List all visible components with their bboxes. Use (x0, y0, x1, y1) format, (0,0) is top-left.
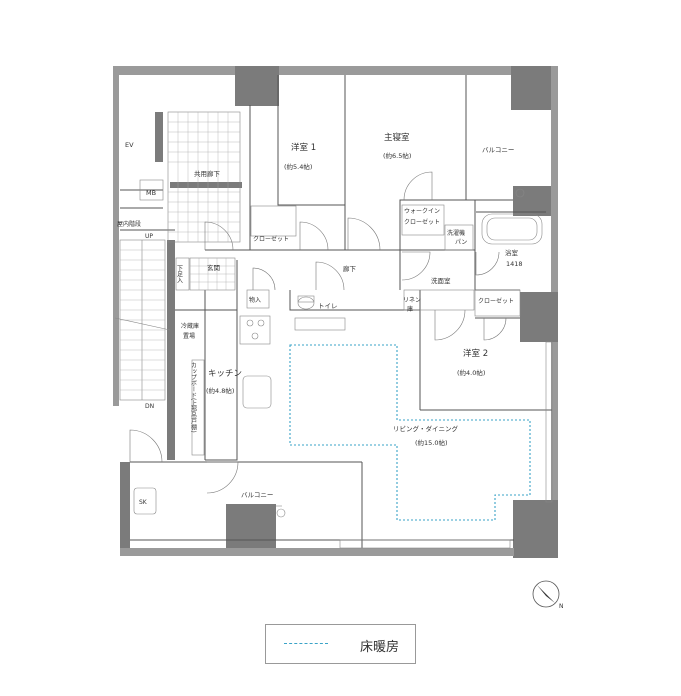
dn-label: DN (145, 403, 154, 410)
master-name: 主寝室 (384, 132, 410, 143)
linen-label-2: 庫 (407, 305, 413, 313)
structure-walls (113, 66, 558, 558)
fridge-label: 冷蔵庫 (181, 322, 199, 330)
closets (175, 204, 521, 456)
toilet-label: トイレ (318, 302, 338, 310)
kitchen-size: (約4.8帖) (206, 386, 234, 395)
legend: 床暖房 (265, 624, 416, 664)
balcony-bottom-label: バルコニー (241, 491, 273, 499)
balcony-top-label: バルコニー (482, 146, 514, 154)
linen-label: リネン (403, 297, 421, 304)
western2-name: 洋室 2 (463, 348, 488, 359)
mb-label: MB (146, 189, 156, 197)
walkin-label: ウォークイン (404, 207, 440, 215)
entrance-label: 玄関 (207, 263, 220, 272)
laundry-label: 洗濯機 (447, 229, 465, 237)
closet2-label: クローゼット (478, 297, 514, 305)
cupboard-label: カップボード(上部吊戸棚) (190, 362, 197, 433)
stairs-drawing (114, 239, 171, 401)
north-label: N (559, 603, 564, 610)
closet1-label: クローゼット (253, 235, 289, 243)
western1-name: 洋室 1 (291, 142, 316, 153)
doors (129, 171, 507, 494)
ev-label: EV (125, 141, 134, 149)
fixtures (133, 188, 553, 549)
floor-heating-legend-label: 床暖房 (360, 640, 400, 655)
western1-size: (約5.4帖) (284, 162, 312, 171)
compass: N (532, 580, 564, 610)
washroom-label: 洗面室 (431, 276, 451, 285)
common-corridor-tiles (167, 111, 241, 243)
master-size: (約6.5帖) (383, 151, 411, 160)
living-name: リビング・ダイニング (393, 424, 459, 433)
walkin-label-2: クローゼット (404, 218, 440, 226)
up-label: UP (145, 233, 153, 240)
bath-size: 1418 (506, 260, 523, 268)
floor-heating-legend-swatch (284, 643, 328, 644)
western2-size: (約4.0帖) (457, 368, 485, 377)
room-labels: 洋室 1 (約5.4帖) 主寝室 (約6.5帖) バルコニー EV MB 共用廊… (117, 132, 523, 506)
north-arrow-icon (537, 585, 555, 603)
hall-label: 廊下 (343, 264, 357, 273)
common-corridor-label: 共用廊下 (194, 169, 221, 178)
bath-name: 浴室 (505, 248, 519, 257)
floor-heating-area (289, 344, 531, 521)
living-size: (約15.0帖) (415, 438, 448, 447)
storage-label: 物入 (249, 296, 261, 304)
laundry-label-2: パン (455, 239, 467, 246)
entrance-tiles (189, 257, 236, 291)
stairs-label: 屋内階段 (117, 220, 141, 228)
fridge-label-2: 置場 (183, 332, 195, 340)
kitchen-name: キッチン (208, 369, 242, 379)
sk-label: SK (139, 499, 148, 506)
shoe-box-label: 下足入 (176, 265, 183, 283)
